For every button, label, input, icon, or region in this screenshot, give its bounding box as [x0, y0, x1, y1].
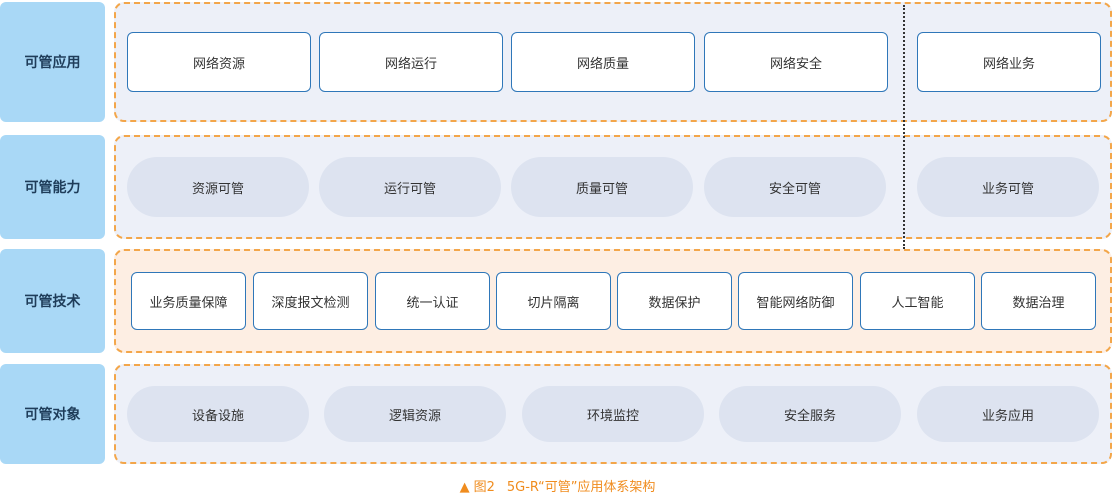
- row-panel-capabilities: 资源可管 运行可管 质量可管 安全可管 业务可管: [114, 135, 1112, 239]
- row-panel-applications: 网络资源 网络运行 网络质量 网络安全 网络业务: [114, 2, 1112, 122]
- row-label-applications: 可管应用: [0, 2, 105, 122]
- vertical-divider: [903, 5, 905, 249]
- figure-title: 5G-R“可管”应用体系架构: [506, 480, 656, 495]
- cap-quality: 质量可管: [511, 157, 693, 217]
- triangle-icon: ▲: [459, 480, 470, 495]
- tech-deep-packet-inspection: 深度报文检测: [253, 272, 368, 330]
- cap-security: 安全可管: [704, 157, 886, 217]
- tech-data-protection: 数据保护: [617, 272, 732, 330]
- row-label-capabilities: 可管能力: [0, 135, 105, 239]
- tech-unified-authentication: 统一认证: [375, 272, 490, 330]
- row-label-objects: 可管对象: [0, 364, 105, 464]
- obj-security-services: 安全服务: [719, 386, 901, 442]
- cap-business: 业务可管: [917, 157, 1099, 217]
- tech-slice-isolation: 切片隔离: [496, 272, 611, 330]
- figure-number: 图2: [473, 480, 495, 495]
- row-label-technologies: 可管技术: [0, 249, 105, 353]
- cap-resource: 资源可管: [127, 157, 309, 217]
- app-network-operation: 网络运行: [319, 32, 503, 92]
- app-network-security: 网络安全: [704, 32, 888, 92]
- figure-caption: ▲图2 5G-R“可管”应用体系架构: [0, 476, 1115, 495]
- tech-artificial-intelligence: 人工智能: [860, 272, 975, 330]
- tech-service-quality-assurance: 业务质量保障: [131, 272, 246, 330]
- obj-environment-monitoring: 环境监控: [522, 386, 704, 442]
- app-network-quality: 网络质量: [511, 32, 695, 92]
- row-panel-technologies: 业务质量保障 深度报文检测 统一认证 切片隔离 数据保护 智能网络防御 人工智能…: [114, 249, 1112, 353]
- obj-equipment-facilities: 设备设施: [127, 386, 309, 442]
- cap-operation: 运行可管: [319, 157, 501, 217]
- obj-business-applications: 业务应用: [917, 386, 1099, 442]
- obj-logical-resources: 逻辑资源: [324, 386, 506, 442]
- app-network-resources: 网络资源: [127, 32, 311, 92]
- app-network-business: 网络业务: [917, 32, 1101, 92]
- row-panel-objects: 设备设施 逻辑资源 环境监控 安全服务 业务应用: [114, 364, 1112, 464]
- tech-data-governance: 数据治理: [981, 272, 1096, 330]
- tech-intelligent-network-defense: 智能网络防御: [738, 272, 853, 330]
